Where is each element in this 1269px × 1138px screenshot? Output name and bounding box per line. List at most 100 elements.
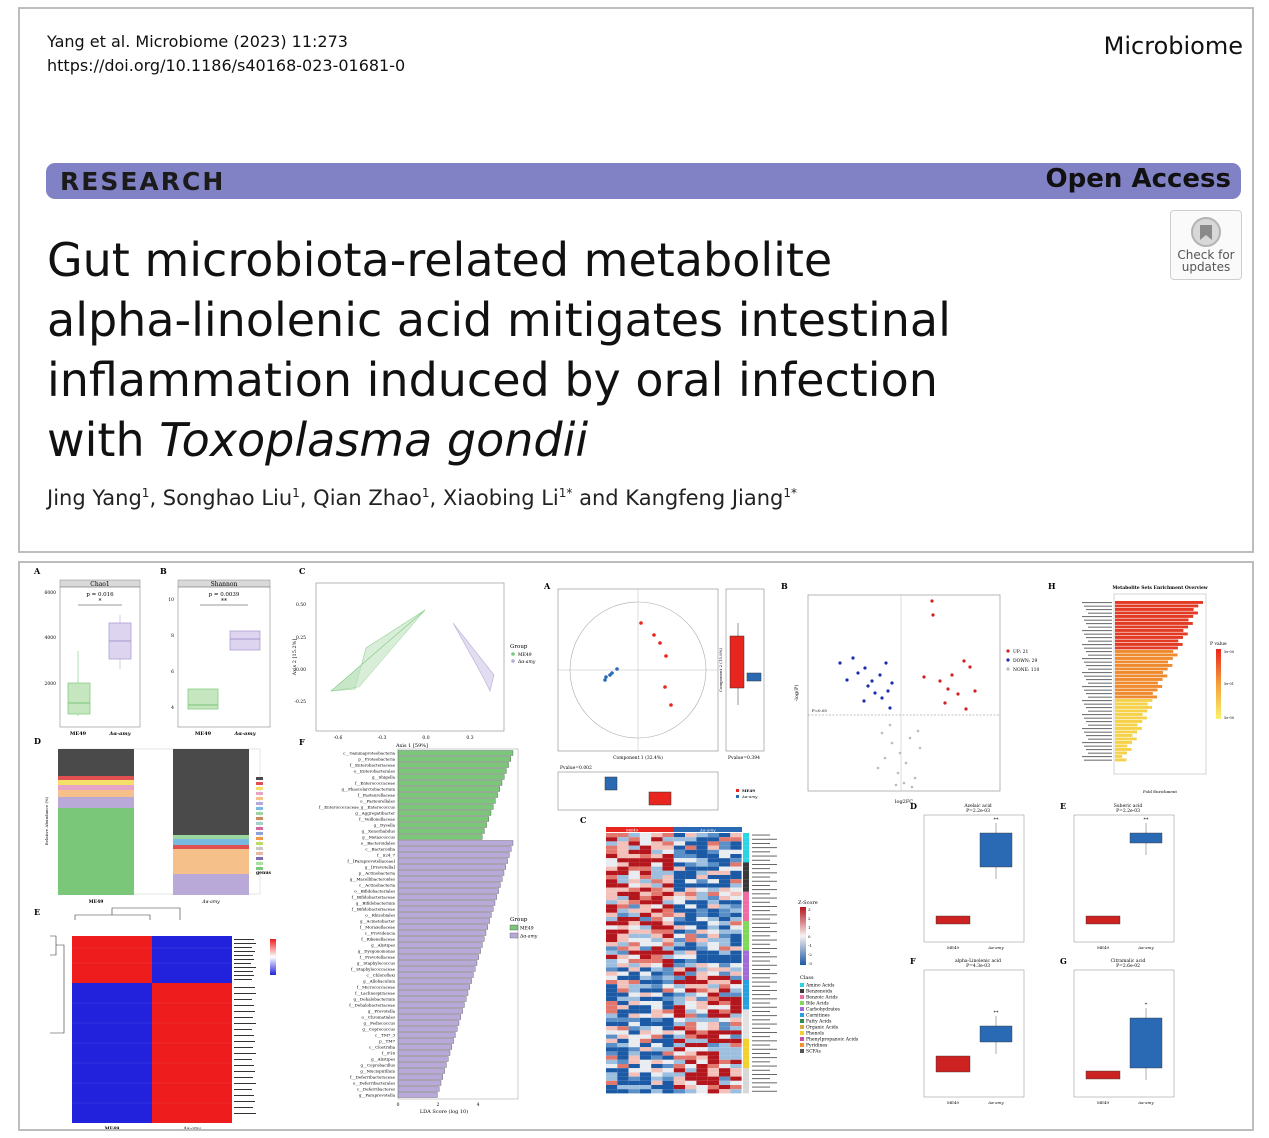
class-legend-item: Bile Acids: [806, 1001, 829, 1007]
class-legend-item: Benzoic Acids: [806, 995, 838, 1001]
class-legend-item: Phenols: [806, 1031, 825, 1037]
class-legend-item: Carnitines: [806, 1013, 830, 1019]
lefse-label: o__Pasteurellales: [360, 799, 395, 804]
check-for-updates-button[interactable]: Check for updates: [1170, 210, 1242, 280]
lefse-bar: [397, 1008, 463, 1014]
boxplot-xlabel-me49: ME49: [947, 1100, 960, 1105]
author-3[interactable]: Qian Zhao: [313, 486, 422, 510]
plsda-plot: Component 1 (32.4%) Component 2 (15.8%) …: [557, 588, 765, 811]
lefse-label: g__Acinetobacter: [360, 919, 395, 924]
lefse-bar: [397, 828, 485, 834]
lefse-bar: [397, 870, 505, 876]
boxplot-xlabel-me49: ME49: [947, 945, 960, 950]
lefse-bar: [397, 948, 481, 954]
heatmap-row-labels: [234, 939, 256, 1114]
msea-bar: [1115, 744, 1128, 748]
lefse-label: g__Dehalobacterium: [353, 997, 395, 1002]
msea-legend-1: 5e-00: [1224, 650, 1234, 654]
lefse-label: f__Bifidobacteriaceae: [352, 895, 396, 900]
lefse-bar: [397, 834, 483, 840]
title-line-4: with Toxoplasma gondii: [47, 410, 1127, 470]
title-line-1: Gut microbiota-related metabolite: [47, 233, 833, 287]
msea-bar: [1115, 737, 1137, 741]
msea-bar: [1115, 695, 1158, 699]
lefse-label: f__Enterobacteriaceae: [350, 763, 396, 768]
lefse-label: f__Pasteurellaceae: [357, 793, 395, 798]
lefse-label: g__Bifidobacterium: [356, 901, 395, 906]
msea-bar: [1115, 674, 1168, 678]
shannon-plot: Shannon p = 0.0039 ** 10 8 6 4 ME49 Δα-a…: [168, 579, 271, 737]
lefse-bar: [397, 882, 501, 888]
metabolite-class-bar: [743, 833, 777, 1094]
boxplot-pvalue: P=2.2e-03: [1116, 808, 1140, 814]
lefse-plot: c__Gammaproteobacteriap__Proteobacteriaf…: [319, 748, 538, 1115]
boxplot-xlabel-damy: Δα-amy: [1137, 1100, 1154, 1105]
shannon-ytick-1: 10: [168, 597, 174, 603]
lefse-label: f__Deferribacteraceae: [350, 1075, 395, 1080]
lefse-bar: [397, 1026, 458, 1032]
boxplot-pvalue: P=2.6e-02: [1116, 963, 1140, 969]
lefse-bars: [397, 750, 514, 1098]
lefse-bar: [397, 1056, 449, 1062]
metab-heatmap-group-label-me49: ME49: [626, 828, 639, 833]
panel-label-H-right: H: [1048, 581, 1056, 591]
lefse-bar: [397, 840, 514, 846]
lefse-label: g__Dysgonomonas: [358, 949, 395, 954]
pcoa-ytick-1: 0.50: [296, 602, 306, 608]
chao1-plot: Chao1 p = 0.016 * 6000 4000 2000 ME49 Δα…: [45, 579, 141, 737]
lefse-bar: [397, 822, 487, 828]
boxplot-xlabel-damy: Δα-amy: [987, 945, 1004, 950]
and-word: and: [579, 486, 619, 510]
lefse-label: f__Micrococcaceae: [357, 985, 396, 990]
boxplot-sig: **: [1144, 817, 1150, 823]
journal-name: Microbiome: [1103, 32, 1243, 60]
title-line-2: alpha-linolenic acid mitigates intestina…: [47, 293, 951, 347]
panel-label-D-left: D: [34, 736, 41, 746]
lefse-label: f__Lachnospiraceae: [355, 991, 396, 996]
lefse-label: g__Allobaculum: [363, 979, 395, 984]
pcoa-legend-me49: ME49: [518, 652, 532, 658]
plsda-points-me49: [639, 621, 673, 707]
volcano-legend-up: UP: 21: [1013, 649, 1028, 655]
panel-label-F-left: F: [299, 737, 305, 747]
author-2[interactable]: Songhao Liu: [162, 486, 293, 510]
msea-bar: [1115, 706, 1152, 709]
msea-bar: [1115, 615, 1194, 618]
msea-bar: [1115, 629, 1184, 632]
boxplot-pvalue: P=2.2e-03: [966, 808, 990, 814]
boxplot-xlabel-me49: ME49: [1097, 1100, 1110, 1105]
lefse-label: g__Mucispirillum: [360, 1069, 395, 1074]
shannon-ytick-3: 6: [171, 669, 174, 675]
shannon-xlabel-damy: Δα-amy: [233, 731, 256, 737]
author-4[interactable]: Xiaobing Li: [442, 486, 559, 510]
plsda-points-damy: [603, 667, 619, 682]
lefse-bar: [397, 1032, 456, 1038]
panel-label-C-right: C: [580, 815, 586, 825]
msea-bar: [1115, 660, 1169, 664]
lefse-label: c__Deferribacteres: [357, 1087, 395, 1092]
doi-link[interactable]: https://doi.org/10.1186/s40168-023-01681…: [47, 56, 406, 75]
author-1[interactable]: Jing Yang: [47, 486, 142, 510]
lefse-bar: [397, 1050, 451, 1056]
lefse-bar: [397, 960, 478, 966]
msea-bar: [1115, 709, 1148, 713]
msea-bar: [1115, 632, 1188, 636]
pcoa-plot: 0.50 0.25 0.00 -0.25 -0.6 -0.3 0.0 0.3 A…: [292, 582, 536, 749]
zscore-colorbar: [800, 907, 806, 965]
msea-bar: [1115, 751, 1127, 755]
metab-heatmap-group-me49: [606, 827, 674, 832]
pcoa-hull-damy: [452, 622, 495, 692]
lefse-label: o__Chromatiales: [361, 1015, 395, 1020]
lefse-bar: [397, 996, 467, 1002]
msea-bar: [1115, 685, 1163, 688]
lefse-bar: [397, 1092, 438, 1098]
lefse-label: o__Deferribacterales: [353, 1081, 395, 1086]
lefse-label: p__TM7: [379, 1039, 395, 1044]
lefse-label: p__Proteobacteria: [358, 757, 395, 762]
author-5[interactable]: Kangfeng Jiang: [625, 486, 784, 510]
lefse-xtick-2: 2: [437, 1102, 440, 1108]
pcoa-ylabel: Axis 2 [15.2%]: [292, 639, 298, 677]
lefse-label: p__Actinobacteria: [359, 871, 396, 876]
zscore-tick-5: -1: [808, 943, 812, 948]
msea-bar: [1115, 678, 1163, 681]
